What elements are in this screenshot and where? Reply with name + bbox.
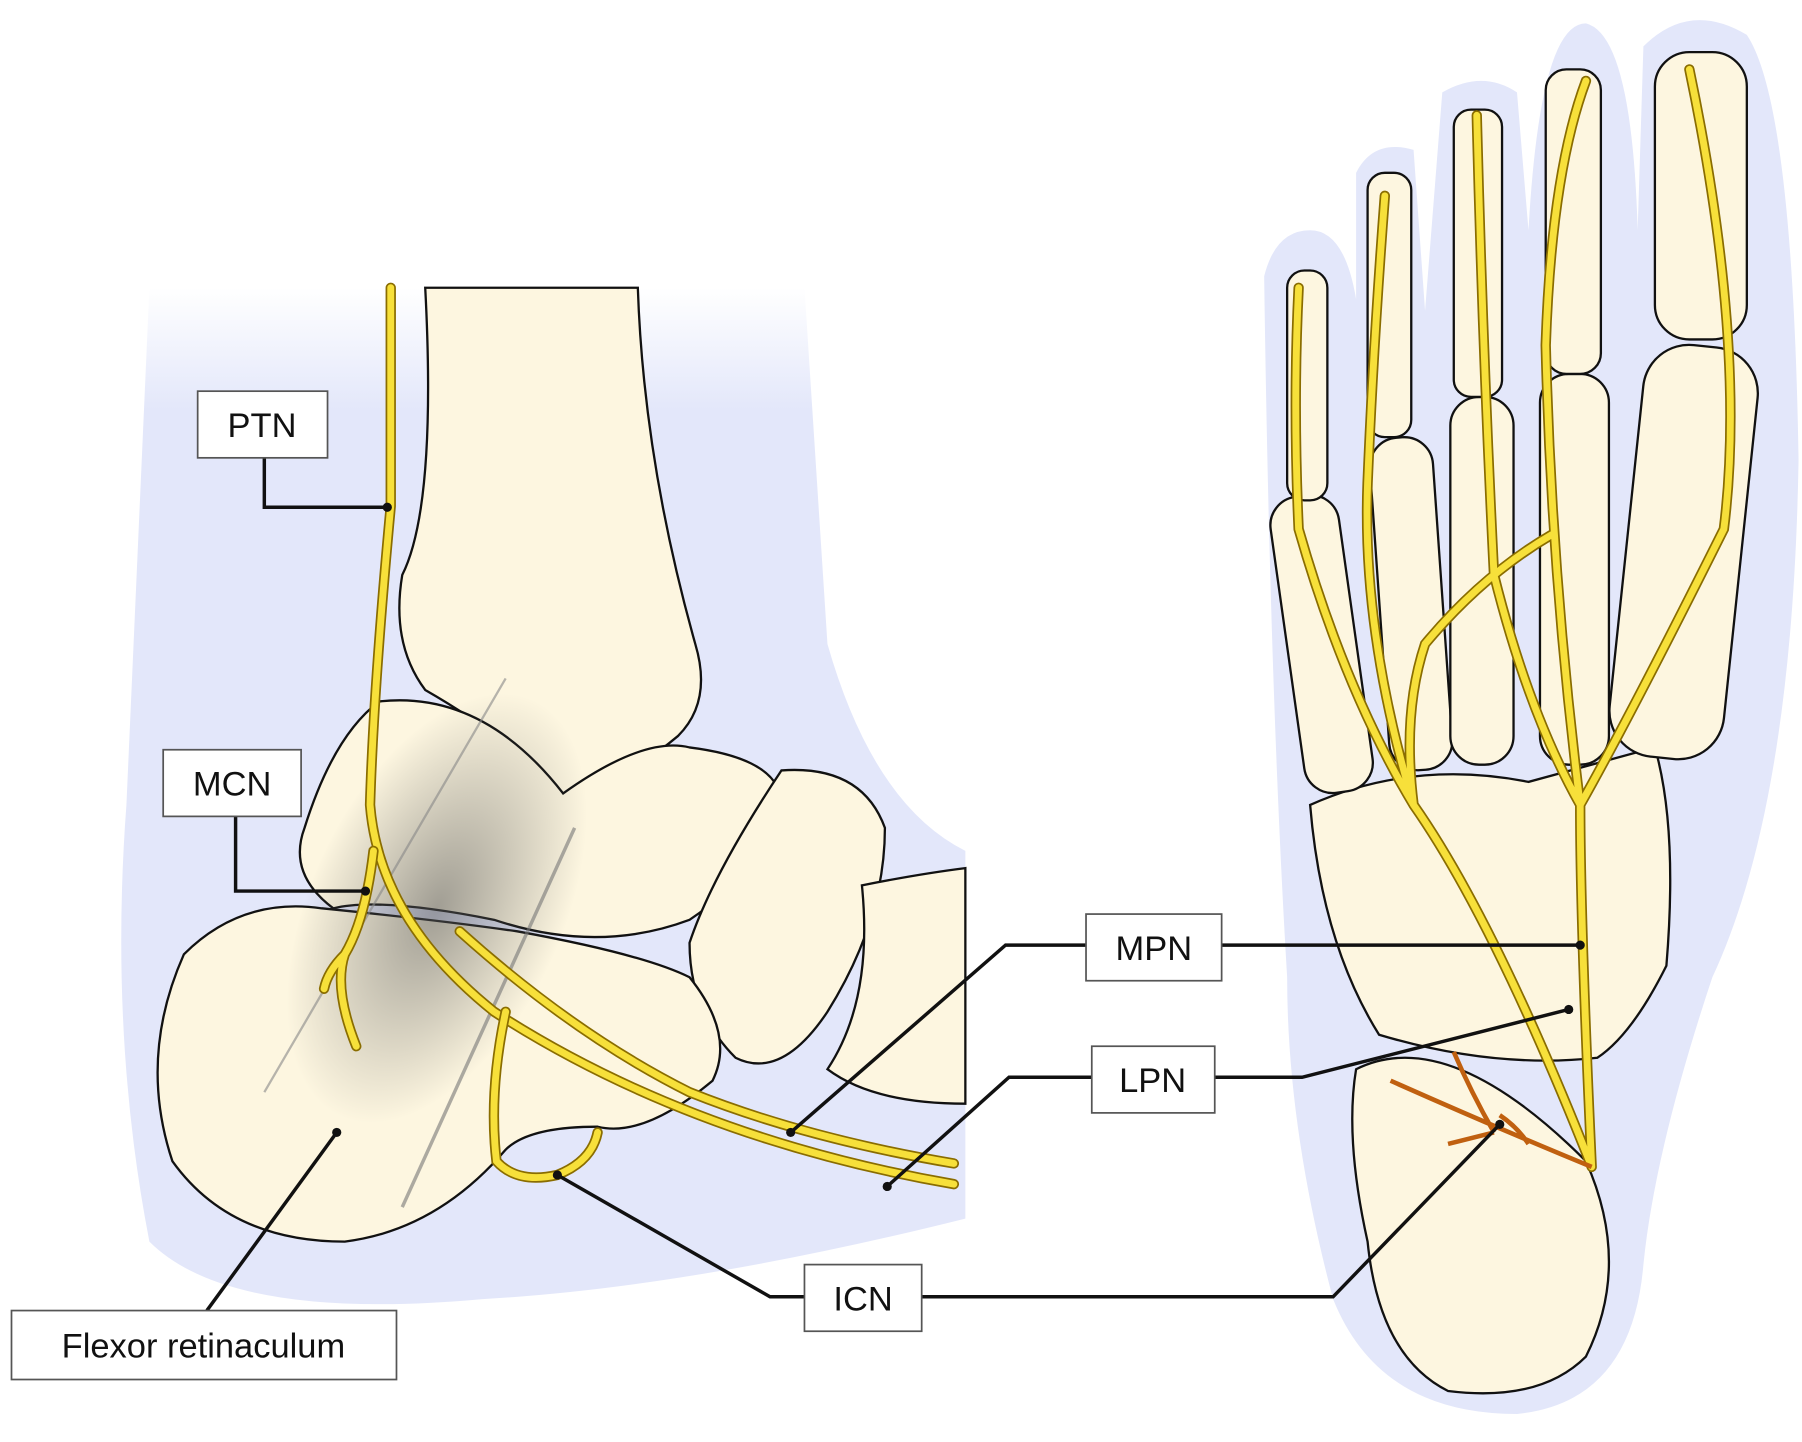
label-icn-text: ICN — [833, 1281, 892, 1319]
label-icn: ICN — [803, 1263, 923, 1333]
medial-ankle-view — [121, 282, 967, 1305]
metatarsal-1 — [1608, 343, 1759, 761]
label-mpn: MPN — [1085, 913, 1223, 982]
flexor-retinaculum-edge — [263, 677, 507, 1093]
medial-plantar-nerve-fill — [456, 927, 958, 1167]
label-flexor-retinaculum: Flexor retinaculum — [10, 1309, 398, 1381]
toe-2 — [1544, 68, 1603, 376]
label-mcn: MCN — [162, 748, 302, 818]
navicular-bone — [688, 768, 887, 1065]
toe-1 — [1653, 50, 1748, 341]
plantar-nerves — [1290, 64, 1736, 1173]
flexor-retinaculum-edge — [400, 827, 577, 1208]
cuneiform-bone — [825, 866, 967, 1105]
inferior-calcaneal-nerve-fill — [490, 1008, 602, 1181]
posterior-tibial-nerve-fill — [366, 284, 958, 1188]
label-ptn: PTN — [196, 390, 329, 459]
foot-bones — [1269, 50, 1759, 1395]
plantar-foot-view — [1264, 20, 1799, 1414]
inferior-calcaneal-branch — [1389, 1051, 1593, 1170]
calcaneus-bone — [1351, 1056, 1610, 1395]
label-ptn-text: PTN — [228, 407, 297, 445]
label-mcn-text: MCN — [193, 766, 272, 804]
flexor-retinaculum-shadow — [286, 693, 587, 1124]
label-lpn: LPN — [1090, 1045, 1216, 1114]
label-mpn-text: MPN — [1116, 930, 1193, 968]
label-flexor-text: Flexor retinaculum — [62, 1328, 346, 1366]
leader-lines — [205, 457, 1585, 1312]
label-lpn-text: LPN — [1119, 1062, 1186, 1100]
